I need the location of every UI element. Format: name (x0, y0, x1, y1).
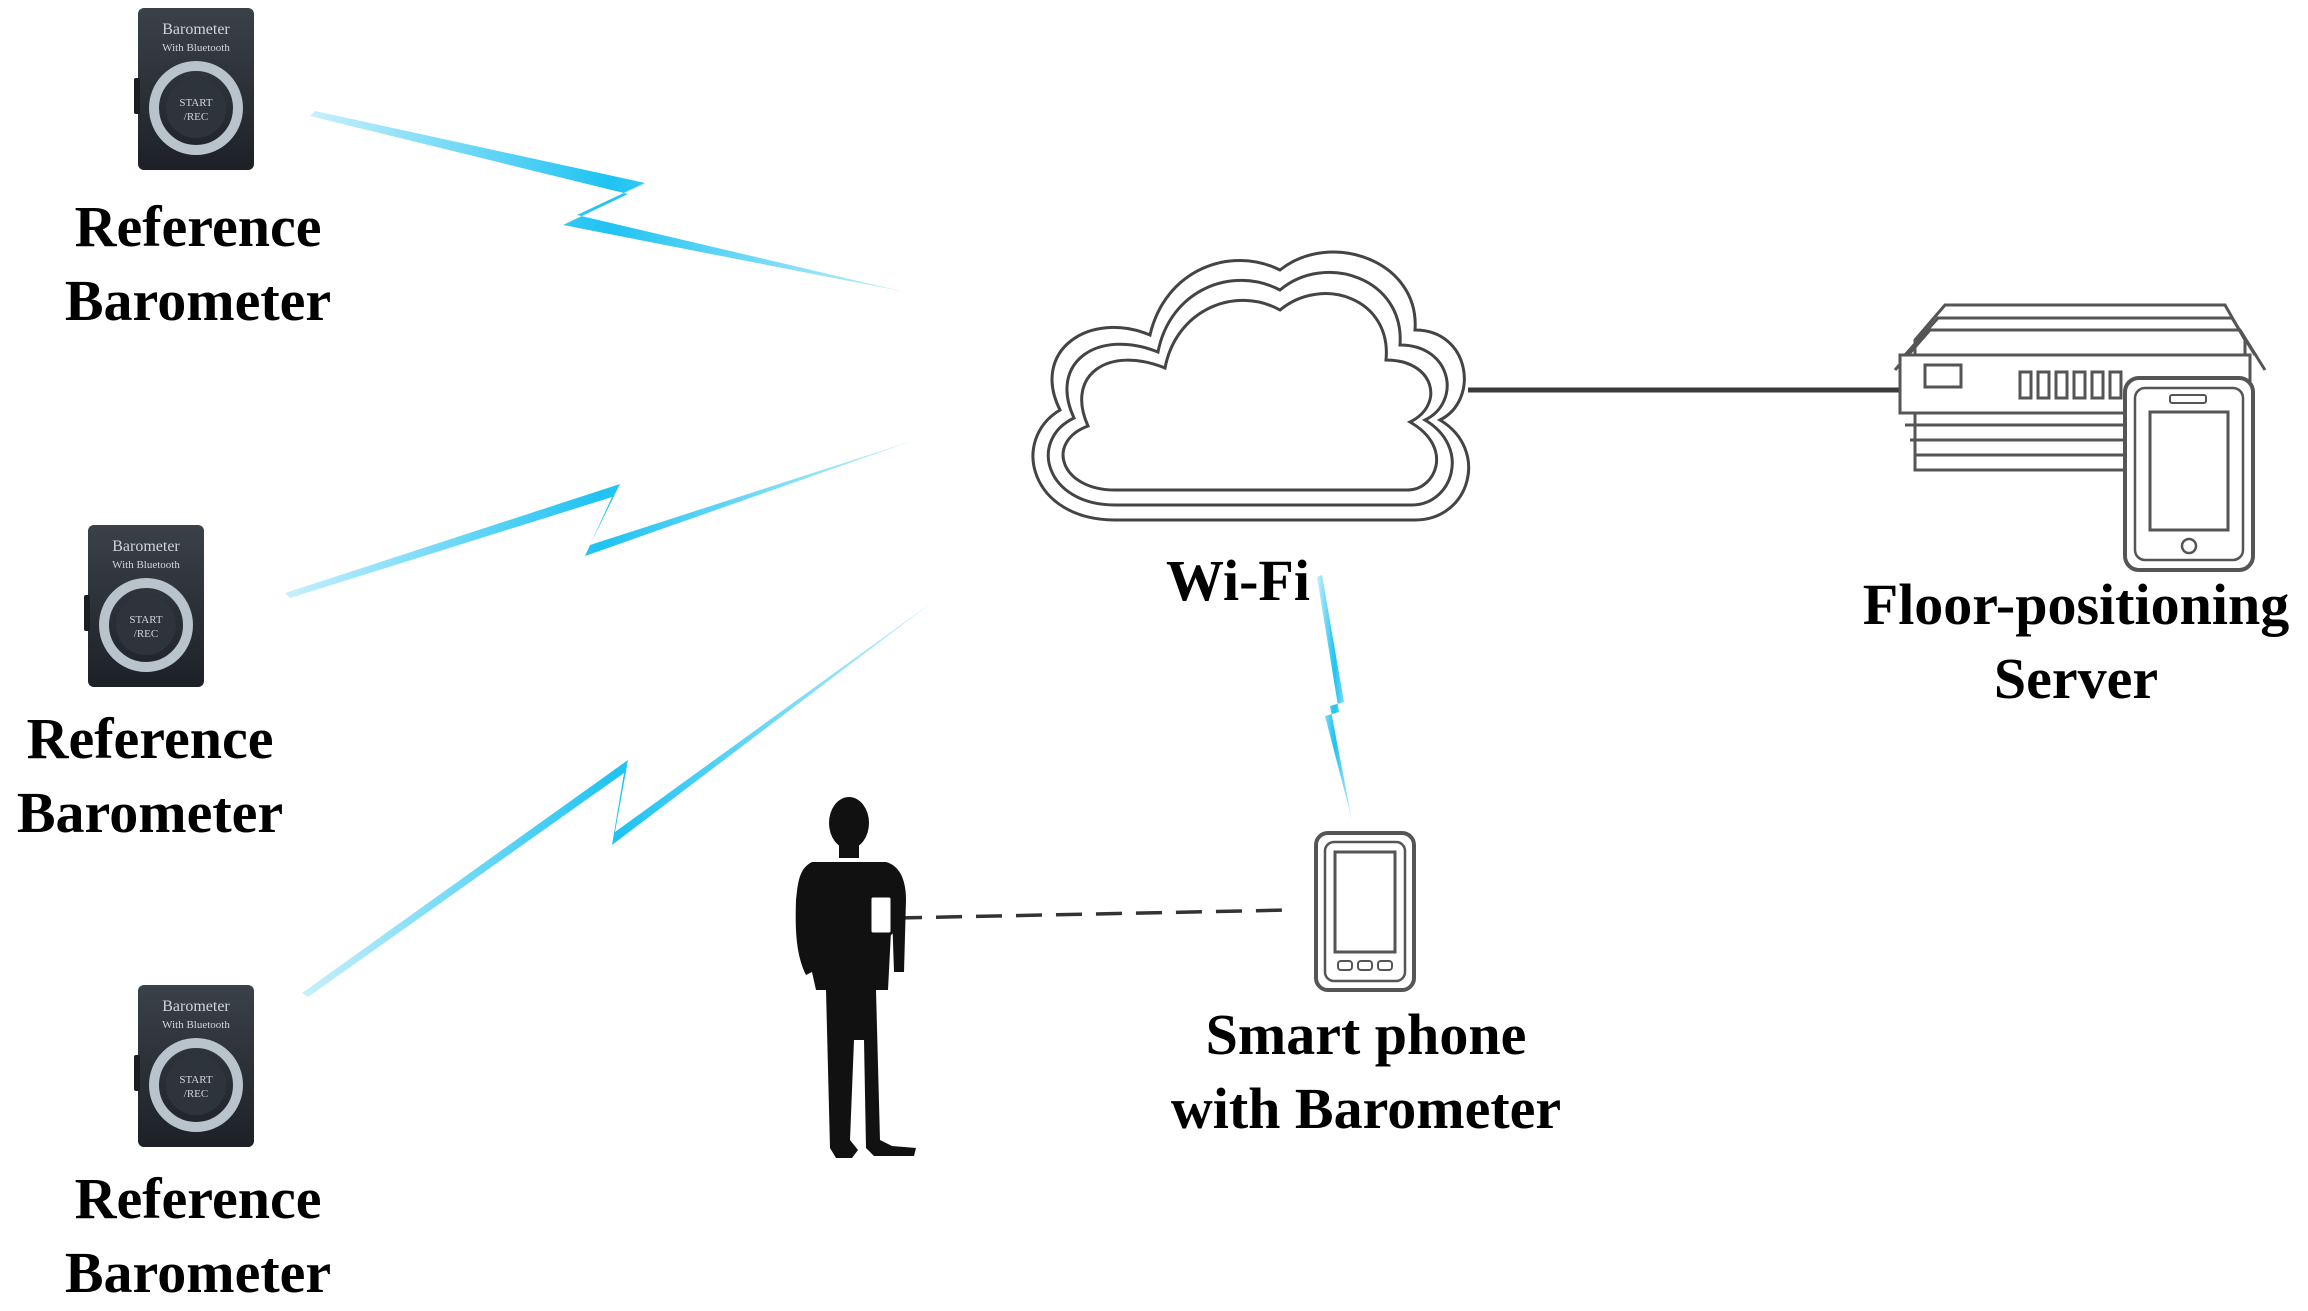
lightning-bolt-icon (285, 440, 915, 598)
smartphone-with-barometer: Smart phone with Barometer (1171, 831, 1561, 1141)
barometer-device-icon: Barometer With Bluetooth START /REC (134, 8, 254, 170)
device-button-label: START (179, 1074, 213, 1086)
floor-positioning-server: Floor-positioning Server (1863, 303, 2289, 711)
device-subtitle: With Bluetooth (112, 559, 180, 571)
device-button-label: /REC (184, 111, 208, 123)
device-title: Barometer (112, 538, 180, 555)
device-button-label: START (129, 614, 163, 626)
user-person (795, 797, 916, 1158)
smartphone-icon (1314, 831, 1416, 992)
person-silhouette-icon (795, 797, 916, 1158)
device-button-label: START (179, 97, 213, 109)
smartphone-label: with Barometer (1171, 1076, 1561, 1141)
reference-barometer-label: Barometer (65, 268, 331, 333)
device-title: Barometer (162, 998, 230, 1015)
wifi-label: Wi-Fi (1166, 548, 1310, 613)
barometer-device-icon: Barometer With Bluetooth START /REC (134, 985, 254, 1147)
reference-barometer-label: Reference (75, 194, 322, 259)
reference-barometer: Barometer With Bluetooth START /REC (134, 985, 254, 1147)
reference-barometer: Barometer With Bluetooth START /REC (84, 525, 204, 687)
reference-barometer-label: Reference (75, 1166, 322, 1231)
reference-barometer-label: Barometer (17, 780, 283, 845)
wifi-cloud: Wi-Fi (1031, 250, 1470, 613)
server-label: Floor-positioning (1863, 572, 2289, 637)
wireless-links (285, 111, 1352, 997)
device-subtitle: With Bluetooth (162, 42, 230, 54)
bluetooth-pairing-link (895, 908, 1291, 920)
smartphone-icon (2123, 376, 2255, 572)
reference-barometer-labels: Reference Barometer Reference Barometer … (17, 194, 331, 1305)
device-title: Barometer (162, 21, 230, 38)
server-label: Server (1994, 646, 2158, 711)
reference-barometer: Barometer With Bluetooth START /REC (134, 8, 254, 170)
reference-barometer-label: Barometer (65, 1240, 331, 1305)
lightning-bolt-icon (1317, 575, 1352, 820)
smartphone-label: Smart phone (1206, 1002, 1527, 1067)
reference-barometer-label: Reference (27, 706, 274, 771)
cloud-icon (1031, 250, 1470, 522)
device-button-label: /REC (184, 1088, 208, 1100)
device-subtitle: With Bluetooth (162, 1019, 230, 1031)
barometer-device-icon: Barometer With Bluetooth START /REC (84, 525, 204, 687)
device-button-label: /REC (134, 628, 158, 640)
lightning-bolt-icon (310, 111, 905, 292)
